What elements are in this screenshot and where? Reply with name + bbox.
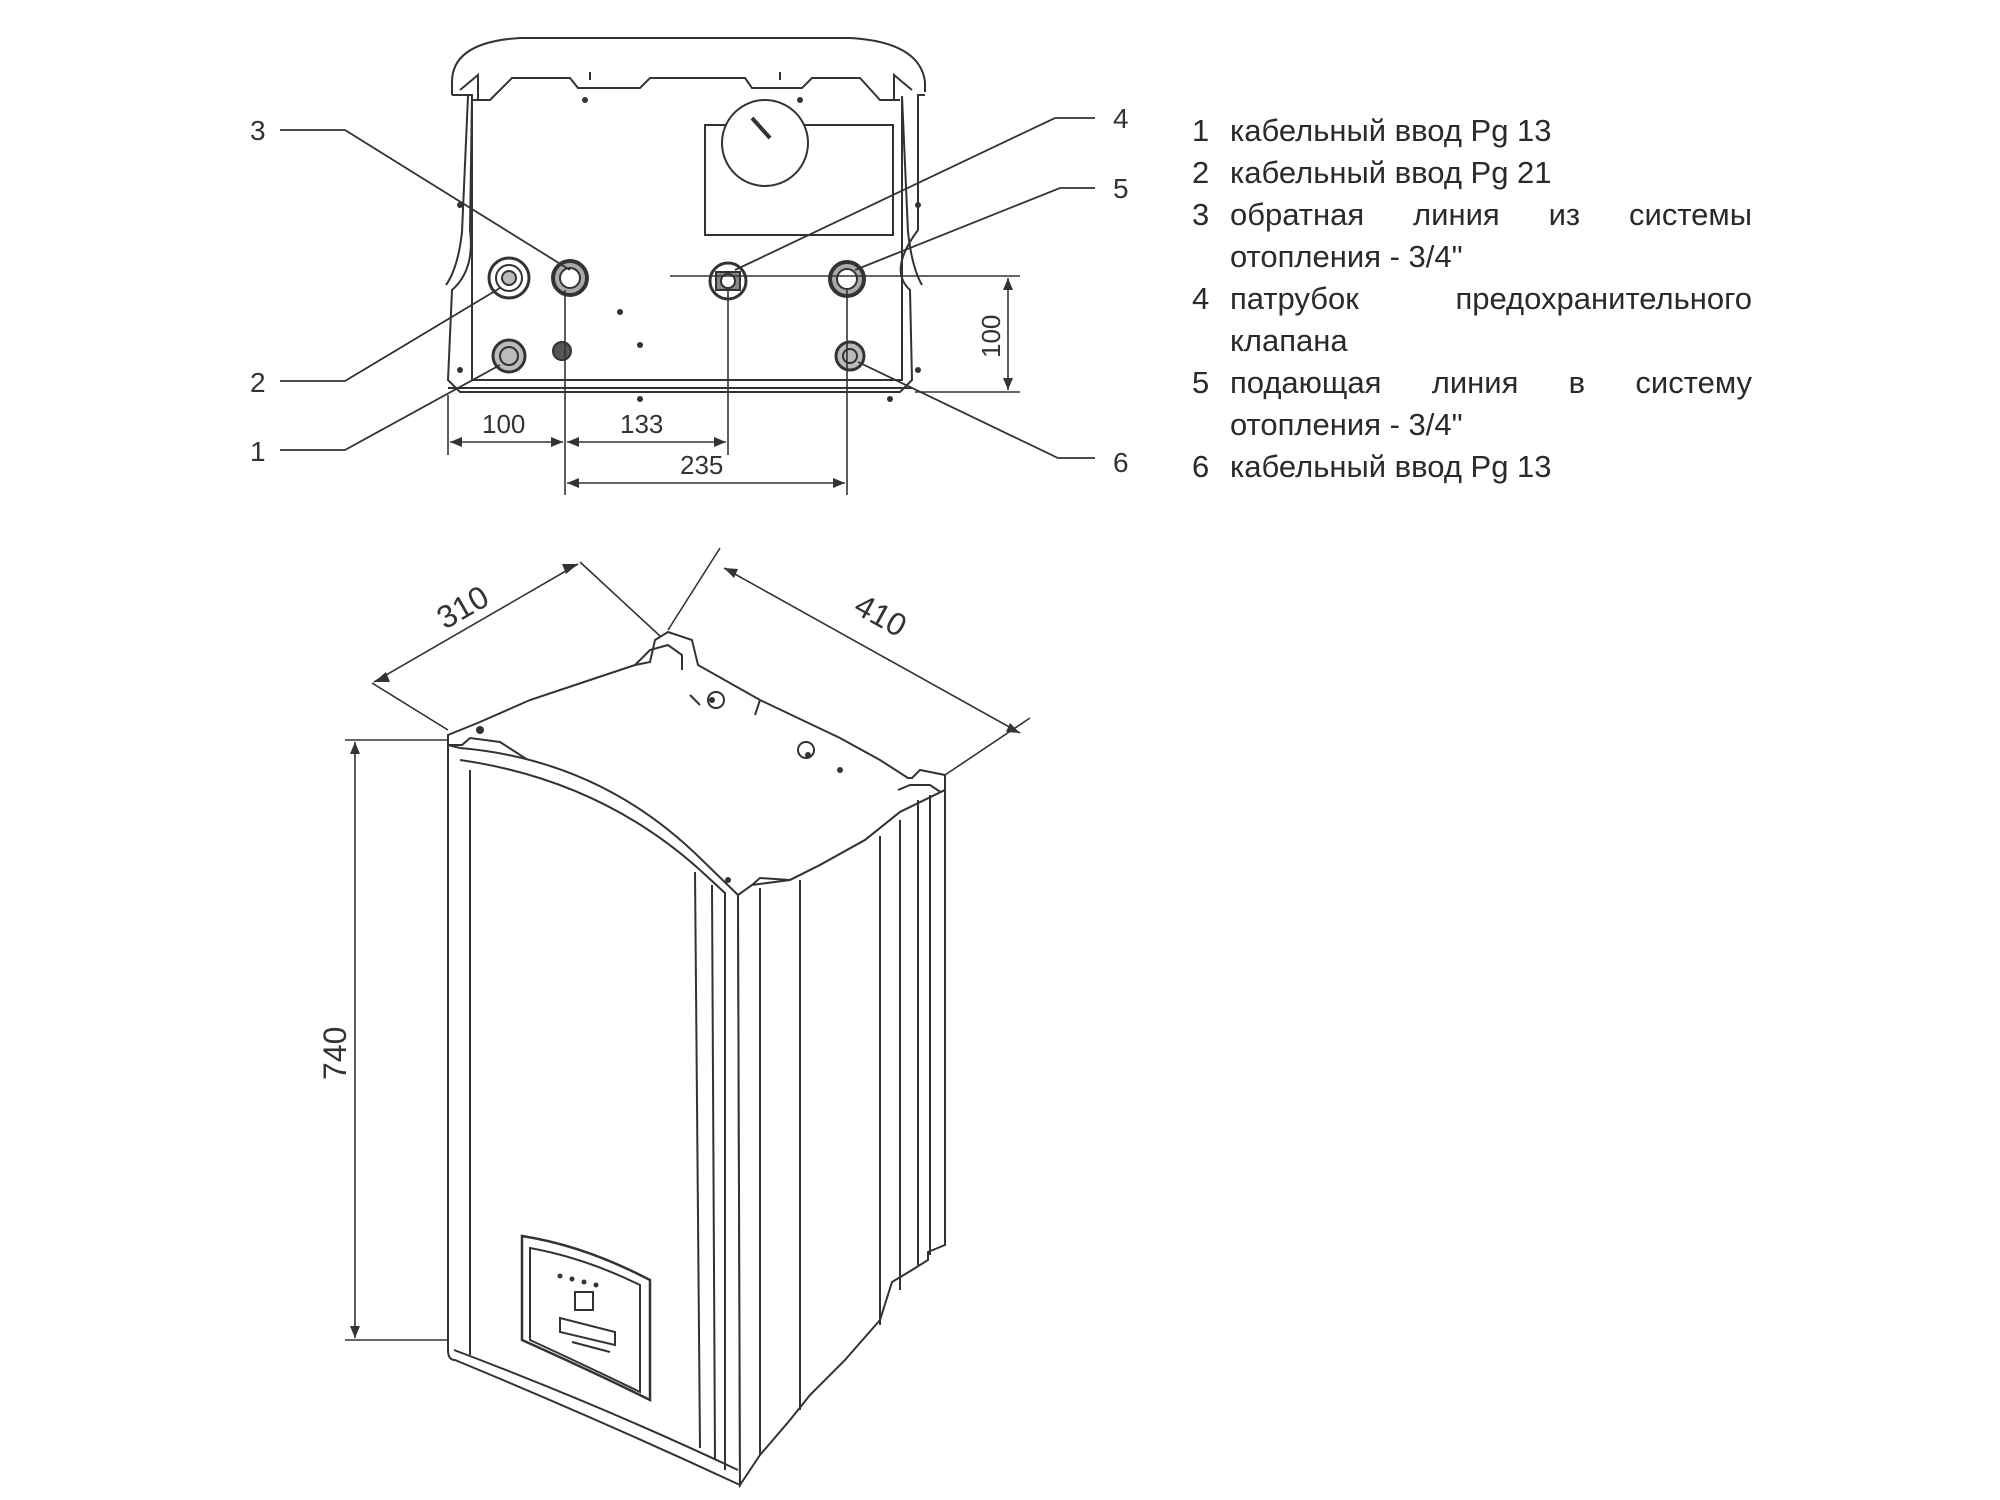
dim-410: 410 xyxy=(849,587,913,644)
connector-2 xyxy=(487,256,531,300)
dim-310: 310 xyxy=(431,578,495,636)
callout-6: 6 xyxy=(1113,447,1129,478)
isometric-view xyxy=(345,547,1031,1489)
manometer-icon xyxy=(721,99,809,187)
legend-item-2: 2 кабельный ввод Pg 21 xyxy=(1192,152,1752,194)
dim-100-bottom: 100 xyxy=(482,409,525,439)
connector-1 xyxy=(491,338,527,374)
legend-text: кабельный ввод Pg 13 xyxy=(1230,449,1552,484)
legend-item-3: 3 обратная линия из системы отопления - … xyxy=(1192,194,1752,278)
callout-2: 2 xyxy=(250,367,266,398)
legend-num: 3 xyxy=(1192,197,1210,232)
legend-num: 5 xyxy=(1192,365,1210,400)
legend-num: 1 xyxy=(1192,113,1210,148)
legend-num: 4 xyxy=(1192,281,1210,316)
drain-plug xyxy=(552,341,572,361)
callout-4: 4 xyxy=(1113,103,1129,134)
legend-item-1: 1 кабельный ввод Pg 13 xyxy=(1192,110,1752,152)
legend-text: кабельный ввод Pg 13 xyxy=(1230,113,1552,148)
dim-133: 133 xyxy=(620,409,663,439)
legend-item-4: 4 патрубок предохранительного клапана xyxy=(1192,278,1752,362)
dim-235: 235 xyxy=(680,450,723,480)
legend-text: подающая линия в систему отопления - 3/4… xyxy=(1230,365,1752,442)
connector-3 xyxy=(551,259,589,297)
legend-text: кабельный ввод Pg 21 xyxy=(1230,155,1552,190)
dim-100-side: 100 xyxy=(976,315,1006,358)
side-panel xyxy=(736,788,946,1489)
connector-6 xyxy=(834,340,866,372)
legend-text: обратная линия из системы отопления - 3/… xyxy=(1230,197,1752,274)
legend-item-5: 5 подающая линия в систему отопления - 3… xyxy=(1192,362,1752,446)
legend-num: 6 xyxy=(1192,449,1210,484)
callout-3: 3 xyxy=(250,115,266,146)
display-panel xyxy=(520,1234,652,1403)
legend-text: патрубок предохранительного клапана xyxy=(1230,281,1752,358)
dim-740: 740 xyxy=(317,1027,353,1080)
callout-5: 5 xyxy=(1113,173,1129,204)
legend-item-6: 6 кабельный ввод Pg 13 xyxy=(1192,446,1752,488)
legend-num: 2 xyxy=(1192,155,1210,190)
callout-1: 1 xyxy=(250,436,266,467)
legend: 1 кабельный ввод Pg 13 2 кабельный ввод … xyxy=(1192,110,1752,488)
bottom-view xyxy=(280,37,1095,495)
bottom-view-outline xyxy=(446,94,925,393)
